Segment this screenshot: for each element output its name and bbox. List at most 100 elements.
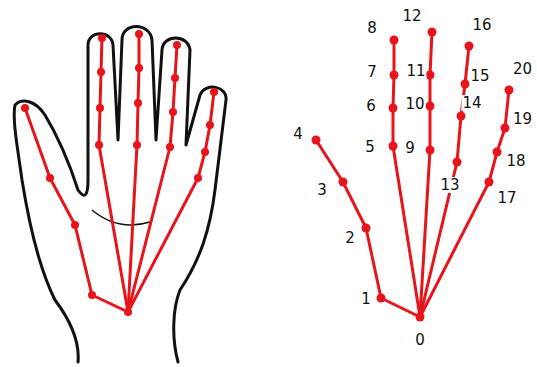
callout-number: 19 xyxy=(512,111,533,127)
bone-line xyxy=(429,75,432,106)
landmark-dot xyxy=(428,28,437,37)
bone-line xyxy=(205,125,210,152)
bone-line xyxy=(420,182,489,317)
bone-line xyxy=(430,32,432,75)
callout-number: 9 xyxy=(404,140,416,156)
callout-number: 6 xyxy=(365,98,377,114)
bone-line xyxy=(50,178,75,225)
landmark-dot xyxy=(98,34,106,42)
landmark-dot xyxy=(166,143,174,151)
left-skeleton xyxy=(21,30,218,316)
landmark-dot xyxy=(461,80,470,89)
bone-line xyxy=(489,152,497,182)
landmark-dot xyxy=(206,121,214,129)
callout-number: 15 xyxy=(469,68,490,84)
callout-number: 16 xyxy=(471,17,492,33)
bone-line xyxy=(381,298,420,317)
bone-line xyxy=(25,108,50,178)
callout-number: 13 xyxy=(439,177,460,193)
callout-number: 2 xyxy=(344,230,356,246)
landmark-dot xyxy=(171,74,179,82)
bone-line xyxy=(505,90,509,128)
landmark-dot xyxy=(457,112,466,121)
bone-line xyxy=(92,295,128,312)
landmark-dot xyxy=(97,68,105,76)
bone-line xyxy=(392,108,395,146)
landmark-dot xyxy=(493,148,502,157)
bone-line xyxy=(393,75,394,108)
landmark-dot xyxy=(95,141,103,149)
landmark-dot xyxy=(135,30,143,38)
landmark-dot xyxy=(71,221,79,229)
bone-line xyxy=(343,182,366,228)
callout-number: 3 xyxy=(316,182,328,198)
landmark-dot xyxy=(501,124,510,133)
bone-line xyxy=(99,145,128,312)
landmark-dot xyxy=(426,102,435,111)
landmark-dot xyxy=(312,136,321,145)
callout-number: 17 xyxy=(496,190,517,206)
bone-line xyxy=(393,146,420,317)
bone-line xyxy=(128,178,198,312)
bone-line xyxy=(173,78,175,112)
bone-line xyxy=(170,112,173,147)
landmark-dot xyxy=(362,224,371,233)
landmark-dot xyxy=(453,158,462,167)
bone-line xyxy=(366,228,381,298)
landmark-dot xyxy=(389,142,398,151)
callout-number: 14 xyxy=(461,95,482,111)
callout-number: 4 xyxy=(292,126,304,142)
landmark-dot xyxy=(88,291,96,299)
bone-line xyxy=(75,225,92,295)
landmark-dot xyxy=(21,104,29,112)
bone-line xyxy=(465,46,469,84)
bone-line xyxy=(210,92,214,125)
landmark-dot xyxy=(485,178,494,187)
landmark-dot xyxy=(194,174,202,182)
landmark-dot xyxy=(426,71,435,80)
landmark-dot xyxy=(46,174,54,182)
callout-number: 8 xyxy=(366,20,378,36)
landmark-dot xyxy=(390,71,399,80)
hand-crease xyxy=(92,210,150,225)
landmark-dot xyxy=(134,99,142,107)
bone-line xyxy=(100,72,101,108)
landmark-dot xyxy=(173,41,181,49)
callout-number: 1 xyxy=(360,291,372,307)
right-skeleton xyxy=(312,28,514,322)
landmark-dot xyxy=(339,178,348,187)
landmark-dot xyxy=(124,308,132,316)
landmark-dot xyxy=(201,148,209,156)
callout-number: 10 xyxy=(404,96,425,112)
landmark-dot xyxy=(96,104,104,112)
bone-line xyxy=(101,38,102,72)
bone-line xyxy=(429,106,432,150)
landmark-dot xyxy=(377,294,386,303)
bone-line xyxy=(316,140,343,182)
bone-line xyxy=(198,152,205,178)
landmark-dot xyxy=(390,36,399,45)
landmark-dot xyxy=(465,42,474,51)
landmark-dot xyxy=(426,146,435,155)
bone-line xyxy=(138,68,139,103)
landmark-dot xyxy=(389,104,398,113)
callout-number: 11 xyxy=(405,63,426,79)
callout-number: 12 xyxy=(401,8,422,24)
bone-line xyxy=(393,40,396,75)
hand-outline xyxy=(14,27,226,363)
landmark-dot xyxy=(505,86,514,95)
bone-line xyxy=(175,45,177,78)
bone-line xyxy=(137,103,138,145)
callout-number: 5 xyxy=(364,139,376,155)
landmark-dot xyxy=(210,88,218,96)
callout-number: 0 xyxy=(414,332,426,348)
landmark-dot xyxy=(135,64,143,72)
bone-line xyxy=(138,34,141,68)
bone-line xyxy=(457,116,461,162)
landmark-dot xyxy=(416,313,425,322)
callout-number: 18 xyxy=(505,153,526,169)
callout-number: 20 xyxy=(512,61,533,77)
bone-line xyxy=(128,147,170,312)
bone-line xyxy=(99,108,100,145)
